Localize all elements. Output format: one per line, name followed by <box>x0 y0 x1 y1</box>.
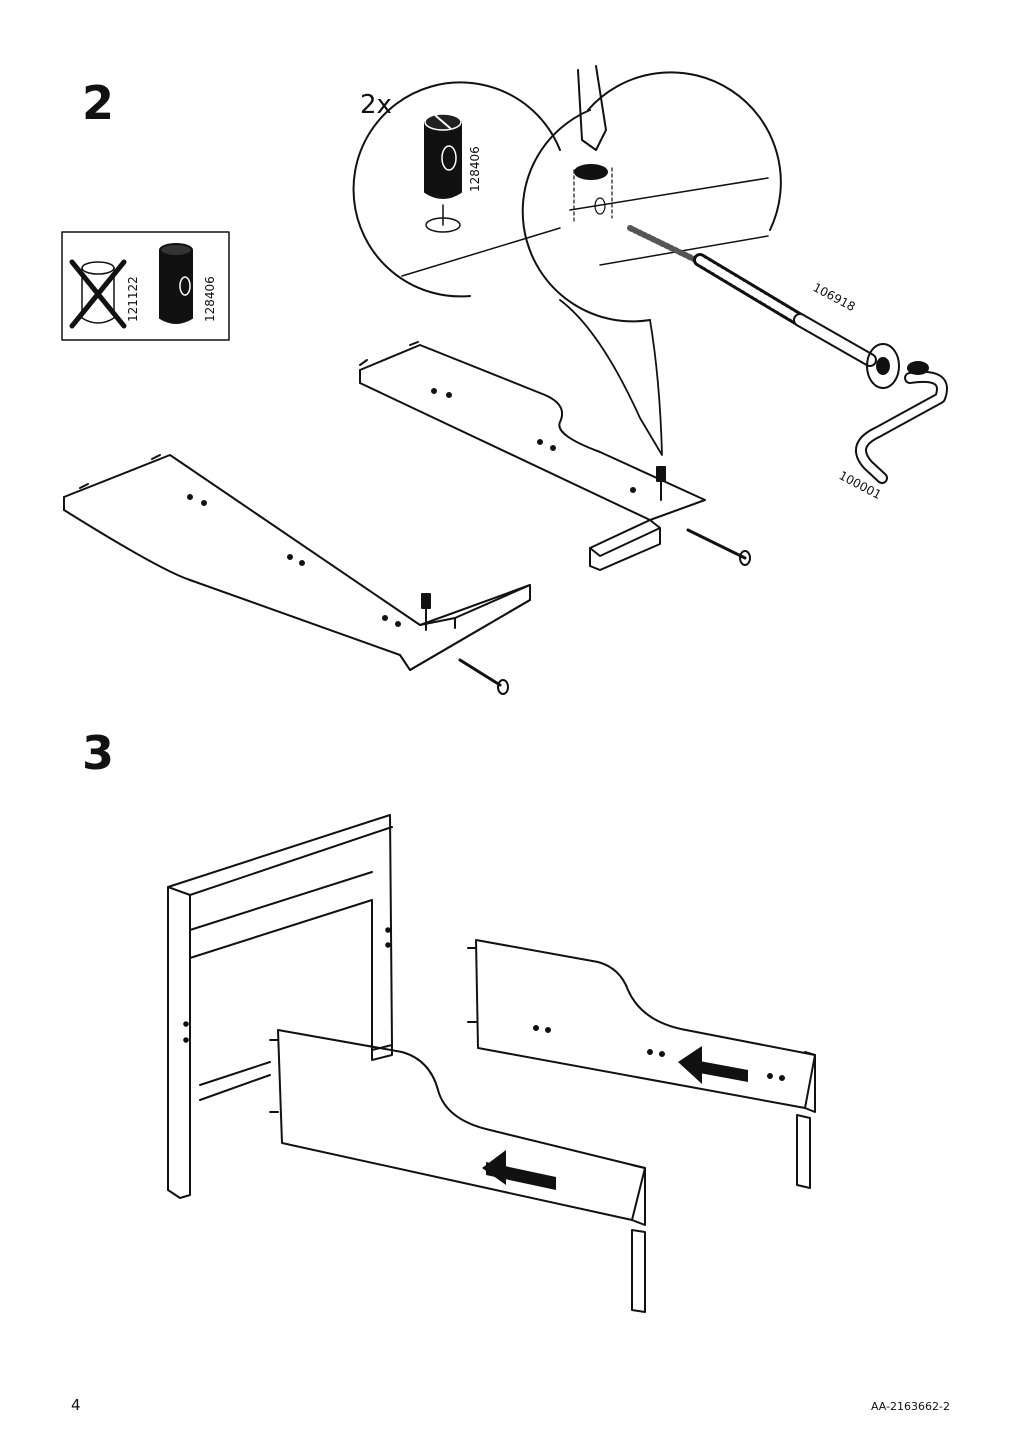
part-number-128406-bubble: 128406 <box>468 146 482 192</box>
part-number-121122: 121122 <box>126 276 140 322</box>
part-number-106918: 106918 <box>811 280 858 314</box>
side-panel-left <box>63 454 531 695</box>
part-comparison-box <box>61 231 230 341</box>
wrong-barrel-nut-icon <box>69 259 127 329</box>
side-rail-front <box>269 1029 646 1313</box>
quantity-label: 2x <box>360 90 392 120</box>
barrel-nut-icon <box>424 113 462 233</box>
correct-barrel-nut-icon <box>159 243 193 324</box>
headboard-frame <box>167 814 393 1199</box>
step-3-number: 3 <box>82 726 115 780</box>
zoom-bubble-left <box>352 81 561 298</box>
page-number: 4 <box>71 1396 81 1414</box>
zoom-bubble-right <box>521 65 782 456</box>
document-code: AA-2163662-2 <box>870 1400 950 1413</box>
side-panel-right <box>359 341 751 571</box>
bolt-106918-icon <box>627 225 900 389</box>
side-rail-back <box>467 939 816 1189</box>
part-number-128406-box: 128406 <box>203 276 217 322</box>
allen-key-icon <box>855 361 948 484</box>
step-2-number: 2 <box>82 76 115 130</box>
